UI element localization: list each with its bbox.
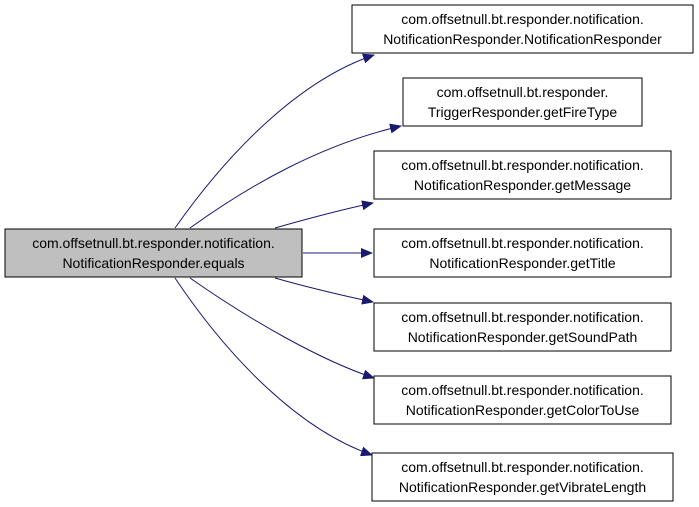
target-node-line1: com.offsetnull.bt.responder.notification… bbox=[401, 11, 644, 27]
target-node-getmessage[interactable]: com.offsetnull.bt.responder.notification… bbox=[373, 150, 672, 200]
target-node-line2: NotificationResponder.NotificationRespon… bbox=[383, 31, 662, 47]
target-node-line1: com.offsetnull.bt.responder. bbox=[437, 84, 609, 100]
target-node-line2: TriggerResponder.getFireType bbox=[428, 104, 618, 120]
source-node-line2: NotificationResponder.equals bbox=[62, 255, 244, 271]
target-node-getcolortouse[interactable]: com.offsetnull.bt.responder.notification… bbox=[373, 375, 672, 425]
edge-to-getvibratelength bbox=[174, 277, 373, 457]
target-node-line1: com.offsetnull.bt.responder.notification… bbox=[401, 309, 644, 325]
source-node-line1: com.offsetnull.bt.responder.notification… bbox=[32, 235, 275, 251]
source-node[interactable]: com.offsetnull.bt.responder.notification… bbox=[4, 228, 303, 278]
edge-to-getmessage bbox=[274, 200, 374, 229]
target-node-getfiretype[interactable]: com.offsetnull.bt.responder. TriggerResp… bbox=[402, 77, 643, 127]
edge-to-getcolortouse bbox=[189, 277, 375, 380]
target-node-line2: NotificationResponder.getMessage bbox=[414, 177, 631, 193]
target-node-getvibratelength[interactable]: com.offsetnull.bt.responder.notification… bbox=[371, 452, 674, 502]
edge-to-getfiretype bbox=[189, 123, 402, 229]
target-node-line1: com.offsetnull.bt.responder.notification… bbox=[401, 382, 644, 398]
target-node-line2: NotificationResponder.getTitle bbox=[429, 255, 615, 271]
edge-to-notificationresponder-constructor bbox=[174, 53, 375, 229]
edge-to-getsoundpath bbox=[274, 277, 374, 305]
target-node-line2: NotificationResponder.getColorToUse bbox=[406, 402, 640, 418]
target-node-gettitle[interactable]: com.offsetnull.bt.responder.notification… bbox=[373, 228, 672, 278]
target-node-line1: com.offsetnull.bt.responder.notification… bbox=[401, 235, 644, 251]
target-node-line2: NotificationResponder.getSoundPath bbox=[408, 329, 638, 345]
target-node-getsoundpath[interactable]: com.offsetnull.bt.responder.notification… bbox=[373, 302, 672, 352]
target-node-line1: com.offsetnull.bt.responder.notification… bbox=[401, 459, 644, 475]
target-node-line2: NotificationResponder.getVibrateLength bbox=[399, 479, 646, 495]
target-node-notificationresponder-constructor[interactable]: com.offsetnull.bt.responder.notification… bbox=[351, 4, 694, 54]
target-node-line1: com.offsetnull.bt.responder.notification… bbox=[401, 157, 644, 173]
